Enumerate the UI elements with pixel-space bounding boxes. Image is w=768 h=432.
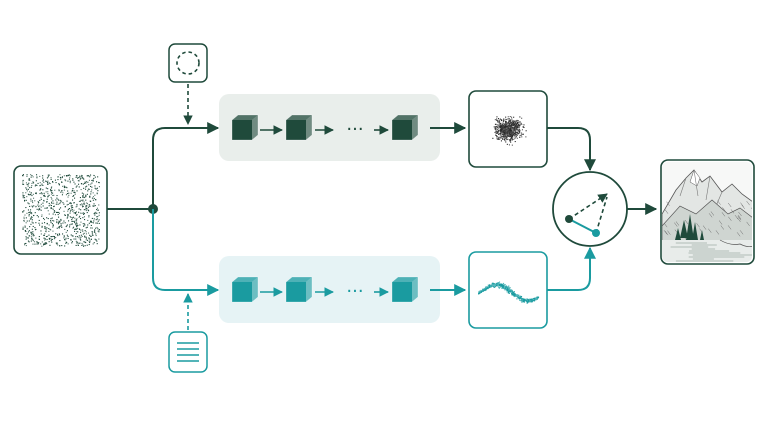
- input-connector: [107, 122, 220, 296]
- teal-branch-panel: ···: [219, 256, 440, 323]
- processing-block: [231, 114, 259, 141]
- noise-image-icon: [22, 174, 100, 247]
- text-condition-node: [168, 293, 208, 373]
- document-lines-icon: [177, 342, 199, 362]
- dark-to-combiner-arrow: [547, 127, 596, 172]
- input-noise-node: [13, 165, 108, 255]
- dark-branch-panel: ···: [219, 94, 440, 161]
- processing-block: [285, 114, 313, 141]
- processing-block: [391, 114, 419, 141]
- processing-block: [231, 276, 259, 303]
- unconditional-token-node: [168, 43, 208, 125]
- teal-to-combiner-arrow: [547, 246, 596, 291]
- tree-cluster: [675, 214, 704, 240]
- vector-extrapolation-icon: [565, 193, 608, 237]
- final-output-node: [660, 159, 755, 265]
- dark-output-node: [468, 90, 548, 168]
- dark-ellipsis: ···: [346, 119, 363, 140]
- dashed-circle-icon: [176, 51, 200, 75]
- processing-block: [285, 276, 313, 303]
- mountain-landscape-icon: [662, 162, 752, 262]
- guidance-combiner-node: [552, 171, 628, 247]
- noise-blob-icon: [492, 116, 527, 146]
- teal-output-node: [468, 251, 548, 329]
- teal-ellipsis: ···: [346, 281, 363, 302]
- processing-block: [391, 276, 419, 303]
- wave-scatter-icon: [478, 281, 540, 304]
